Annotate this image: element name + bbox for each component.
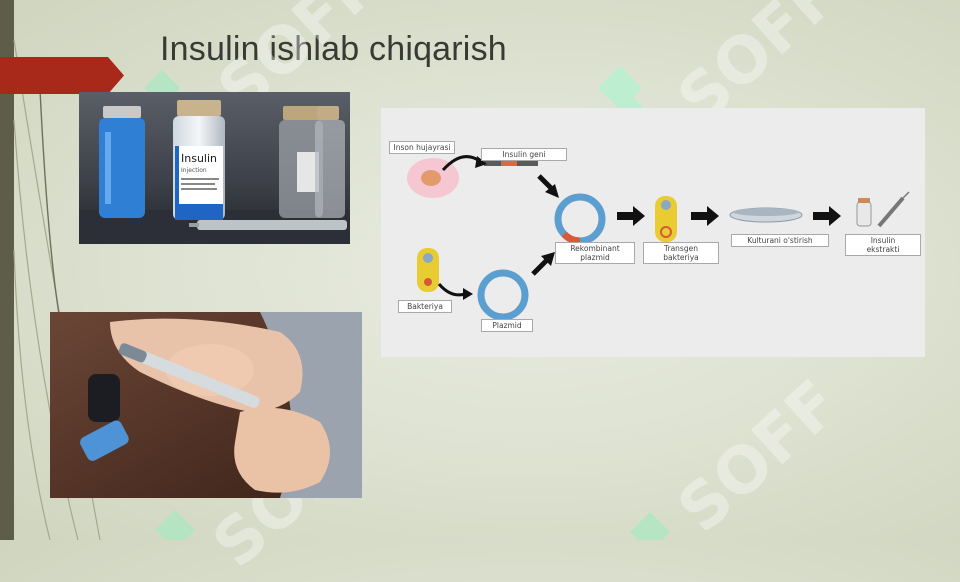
recombinant-plasmid-label: Rekombinant plazmid <box>555 242 635 264</box>
watermark-logo-icon <box>155 510 195 540</box>
insulin-injection-photo <box>50 312 362 498</box>
bacteria-label: Bakteriya <box>398 300 452 313</box>
vial-label-main: Insulin <box>181 152 217 165</box>
insulin-extract-label: Insulin ekstrakti <box>845 234 921 256</box>
plasmid-icon <box>477 269 529 321</box>
syringe-icon <box>877 196 905 228</box>
transgenic-bacteria-label: Transgen bakteriya <box>643 242 719 264</box>
watermark-text: SOFF <box>664 366 854 548</box>
human-cell-label: Inson hujayrasi <box>389 141 455 154</box>
side-strip <box>0 0 14 540</box>
insulin-vials-photo: Insulin Injection <box>79 92 350 244</box>
cultivation-label: Kulturani o'stirish <box>731 234 829 247</box>
insulin-gene-label: Insulin geni <box>481 148 567 161</box>
insulin-production-diagram: Inson hujayrasi Insulin geni Rekombinant… <box>381 108 925 357</box>
vial-label-sub: Injection <box>181 167 207 174</box>
slide-title: Insulin ishlab chiqarish <box>160 30 507 68</box>
watermark-logo-icon <box>630 512 670 540</box>
plasmid-label: Plazmid <box>481 319 533 332</box>
bacteria-icon <box>417 248 439 292</box>
insulin-vial-icon <box>856 201 872 227</box>
title-arrow-shape <box>0 57 124 94</box>
